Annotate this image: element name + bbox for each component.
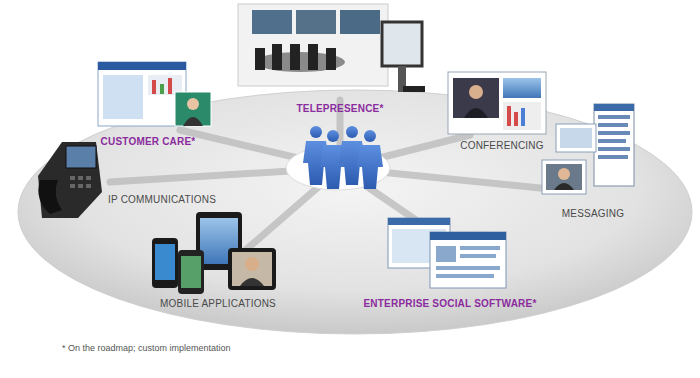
hub-ellipse [286,146,390,190]
telepresence-picture [238,4,425,92]
category-label: TELEPRESENCE* [296,103,383,115]
ip-phone-picture [38,142,102,218]
category-label: CONFERENCING [460,140,544,152]
conferencing-picture [448,72,546,134]
category-label: MESSAGING [562,208,624,220]
category-label: IP COMMUNICATIONS [108,194,216,206]
customer-care-picture [98,62,211,126]
platform-ellipse [18,90,692,334]
category-label: ENTERPRISE SOCIAL SOFTWARE* [363,298,536,310]
category-label: CUSTOMER CARE* [101,136,196,148]
mobile-devices-picture [152,212,276,294]
footnote: * On the roadmap; custom implementation [62,342,231,354]
messaging-picture [542,104,634,194]
social-software-picture [388,218,506,288]
people-icons [303,126,383,189]
category-label: MOBILE APPLICATIONS [160,298,276,310]
